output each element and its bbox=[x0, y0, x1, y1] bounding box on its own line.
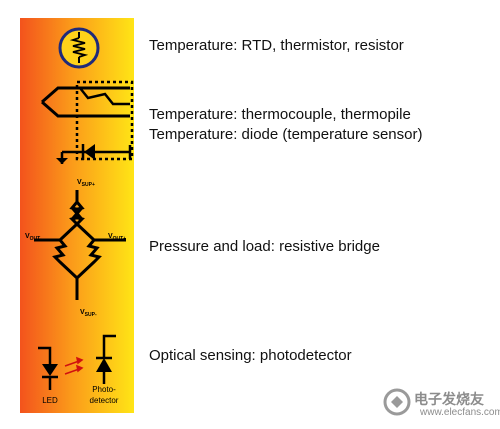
rtd-label: Temperature: RTD, thermistor, resistor bbox=[149, 37, 404, 54]
photodetector-icon bbox=[96, 334, 116, 384]
resistive-bridge-icon bbox=[34, 190, 126, 300]
optical-label: Optical sensing: photodetector bbox=[149, 347, 352, 364]
watermark-chinese-text: 电子发烧友 bbox=[414, 391, 484, 407]
sensor-symbols-svg: VSUP+ VOUT- VOUT+ VSUP- LED Photo- det bbox=[20, 18, 134, 413]
resistor-temperature-icon bbox=[58, 27, 100, 69]
vout-minus-label: VOUT- bbox=[25, 233, 42, 242]
sensor-symbol-panel: VSUP+ VOUT- VOUT+ VSUP- LED Photo- det bbox=[20, 18, 134, 413]
bridge-label: Pressure and load: resistive bridge bbox=[149, 238, 380, 255]
bridge-labels: VSUP+ VOUT- VOUT+ VSUP- bbox=[25, 179, 126, 318]
thermocouple-icon bbox=[41, 86, 130, 118]
watermark-url: www.elecfans.com bbox=[420, 407, 500, 418]
watermark: 电子发烧友 www.elecfans.com bbox=[380, 383, 500, 423]
led-label: LED bbox=[42, 396, 58, 405]
photo-label-line1: Photo- bbox=[92, 385, 116, 394]
watermark-logo-icon bbox=[383, 388, 411, 416]
vsup-plus-label: VSUP+ bbox=[77, 179, 95, 188]
diode-sensor-icon bbox=[56, 144, 132, 164]
photo-label-line2: detector bbox=[90, 396, 119, 405]
thermocouple-label: Temperature: thermocouple, thermopile bbox=[149, 106, 411, 123]
led-icon bbox=[38, 346, 58, 390]
vsup-minus-label: VSUP- bbox=[80, 309, 97, 318]
vout-plus-label: VOUT+ bbox=[108, 233, 126, 242]
diode-label: Temperature: diode (temperature sensor) bbox=[149, 126, 423, 143]
light-rays-icon bbox=[64, 356, 84, 375]
